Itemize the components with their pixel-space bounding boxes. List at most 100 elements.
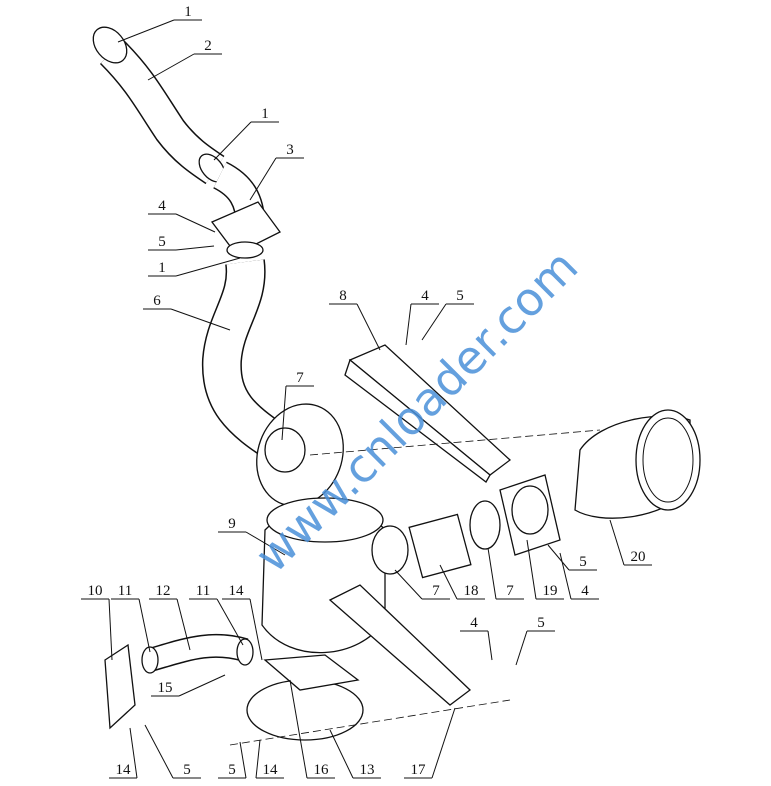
- callout-19: 19: [526, 539, 564, 600]
- callout-number: 7: [296, 370, 304, 386]
- callout-2: 2: [147, 38, 222, 81]
- callout-16: 16: [289, 679, 335, 779]
- leader-line: [609, 519, 625, 566]
- leader-line: [526, 539, 537, 600]
- mount-16: [263, 654, 360, 691]
- hose-clamp-1-top: [92, 26, 128, 64]
- callout-5: 5: [515, 615, 555, 666]
- leader-line: [213, 121, 252, 161]
- callout-number: 16: [314, 762, 330, 778]
- callout-1: 1: [148, 257, 241, 277]
- callout-4: 4: [460, 615, 493, 661]
- callout-4: 4: [559, 552, 599, 600]
- pipe-6: [201, 259, 291, 462]
- leader-line: [559, 552, 572, 600]
- callout-number: 7: [432, 583, 440, 599]
- hose-clamp-7-outlet: [371, 525, 409, 575]
- callout-number: 5: [579, 554, 587, 570]
- callout-number: 9: [228, 516, 236, 532]
- callout-13: 13: [329, 729, 381, 779]
- callout-5: 5: [218, 741, 247, 779]
- callout-number: 4: [158, 198, 166, 214]
- callout-7: 7: [487, 547, 524, 600]
- hose-clamp-7-right: [469, 500, 501, 550]
- callout-5: 5: [148, 234, 215, 251]
- leader-line: [249, 598, 263, 661]
- callout-number: 1: [184, 4, 192, 20]
- hose-clamp-1-lower: [226, 241, 264, 259]
- pipe-2: [99, 39, 225, 185]
- callout-17: 17: [404, 707, 456, 779]
- callout-8: 8: [329, 288, 381, 351]
- leader-line: [281, 385, 287, 441]
- leader-line: [108, 598, 113, 661]
- callout-number: 10: [88, 583, 103, 599]
- assembly-axis: [309, 429, 601, 456]
- leader-line: [431, 707, 456, 779]
- leader-line: [175, 257, 241, 277]
- callout-number: 4: [581, 583, 589, 599]
- bracket-8: [344, 344, 512, 483]
- callout-5: 5: [144, 724, 201, 779]
- callout-3: 3: [249, 142, 304, 201]
- callout-number: 11: [196, 583, 210, 599]
- callout-number: 14: [116, 762, 132, 778]
- leader-line: [439, 564, 458, 600]
- callout-4: 4: [405, 288, 439, 346]
- leader-line: [255, 739, 261, 779]
- callout-number: 6: [153, 293, 161, 309]
- callout-number: 4: [470, 615, 478, 631]
- mounting-flange: [210, 201, 281, 255]
- leader-line: [487, 547, 497, 600]
- leader-line: [245, 531, 286, 556]
- callout-15: 15: [151, 674, 226, 697]
- leader-line: [547, 544, 570, 571]
- callout-number: 5: [228, 762, 236, 778]
- callout-number: 12: [156, 583, 171, 599]
- callout-14: 14: [222, 583, 263, 661]
- callout-7: 7: [281, 370, 314, 441]
- callout-number: 14: [263, 762, 279, 778]
- leader-line: [147, 53, 195, 81]
- callout-11: 11: [189, 583, 244, 646]
- callout-number: 14: [229, 583, 245, 599]
- callout-14: 14: [109, 727, 138, 779]
- leader-line: [138, 598, 151, 653]
- callout-number: 20: [631, 549, 646, 565]
- leader-line: [394, 569, 423, 600]
- callout-number: 8: [339, 288, 347, 304]
- callout-1: 1: [213, 106, 279, 161]
- adapter-19-ring: [511, 485, 549, 535]
- callout-11: 11: [111, 583, 151, 653]
- callout-5: 5: [421, 288, 474, 341]
- callout-number: 3: [286, 142, 294, 158]
- bracket-17: [328, 584, 472, 706]
- callout-5: 5: [547, 544, 597, 571]
- callout-18: 18: [439, 564, 485, 600]
- leader-line: [405, 303, 412, 346]
- leader-line: [421, 303, 447, 341]
- callout-number: 1: [158, 260, 166, 276]
- hose-clamp-11-left: [141, 646, 159, 674]
- callout-number: 4: [421, 288, 429, 304]
- callout-number: 5: [158, 234, 166, 250]
- hose-clamp-7-upper: [264, 427, 306, 473]
- callout-7: 7: [394, 569, 450, 600]
- callout-number: 13: [360, 762, 375, 778]
- callout-12: 12: [149, 583, 191, 651]
- callout-number: 11: [118, 583, 132, 599]
- bracket-10: [104, 643, 136, 730]
- callout-4: 4: [148, 198, 216, 233]
- precleaner-20: [574, 409, 701, 519]
- callout-number: 5: [537, 615, 545, 631]
- leader-line: [170, 308, 231, 331]
- leader-line: [176, 598, 191, 651]
- callout-number: 5: [183, 762, 191, 778]
- leader-line: [289, 679, 308, 779]
- callout-number: 19: [543, 583, 558, 599]
- callout-number: 7: [506, 583, 514, 599]
- hose-18: [408, 513, 472, 579]
